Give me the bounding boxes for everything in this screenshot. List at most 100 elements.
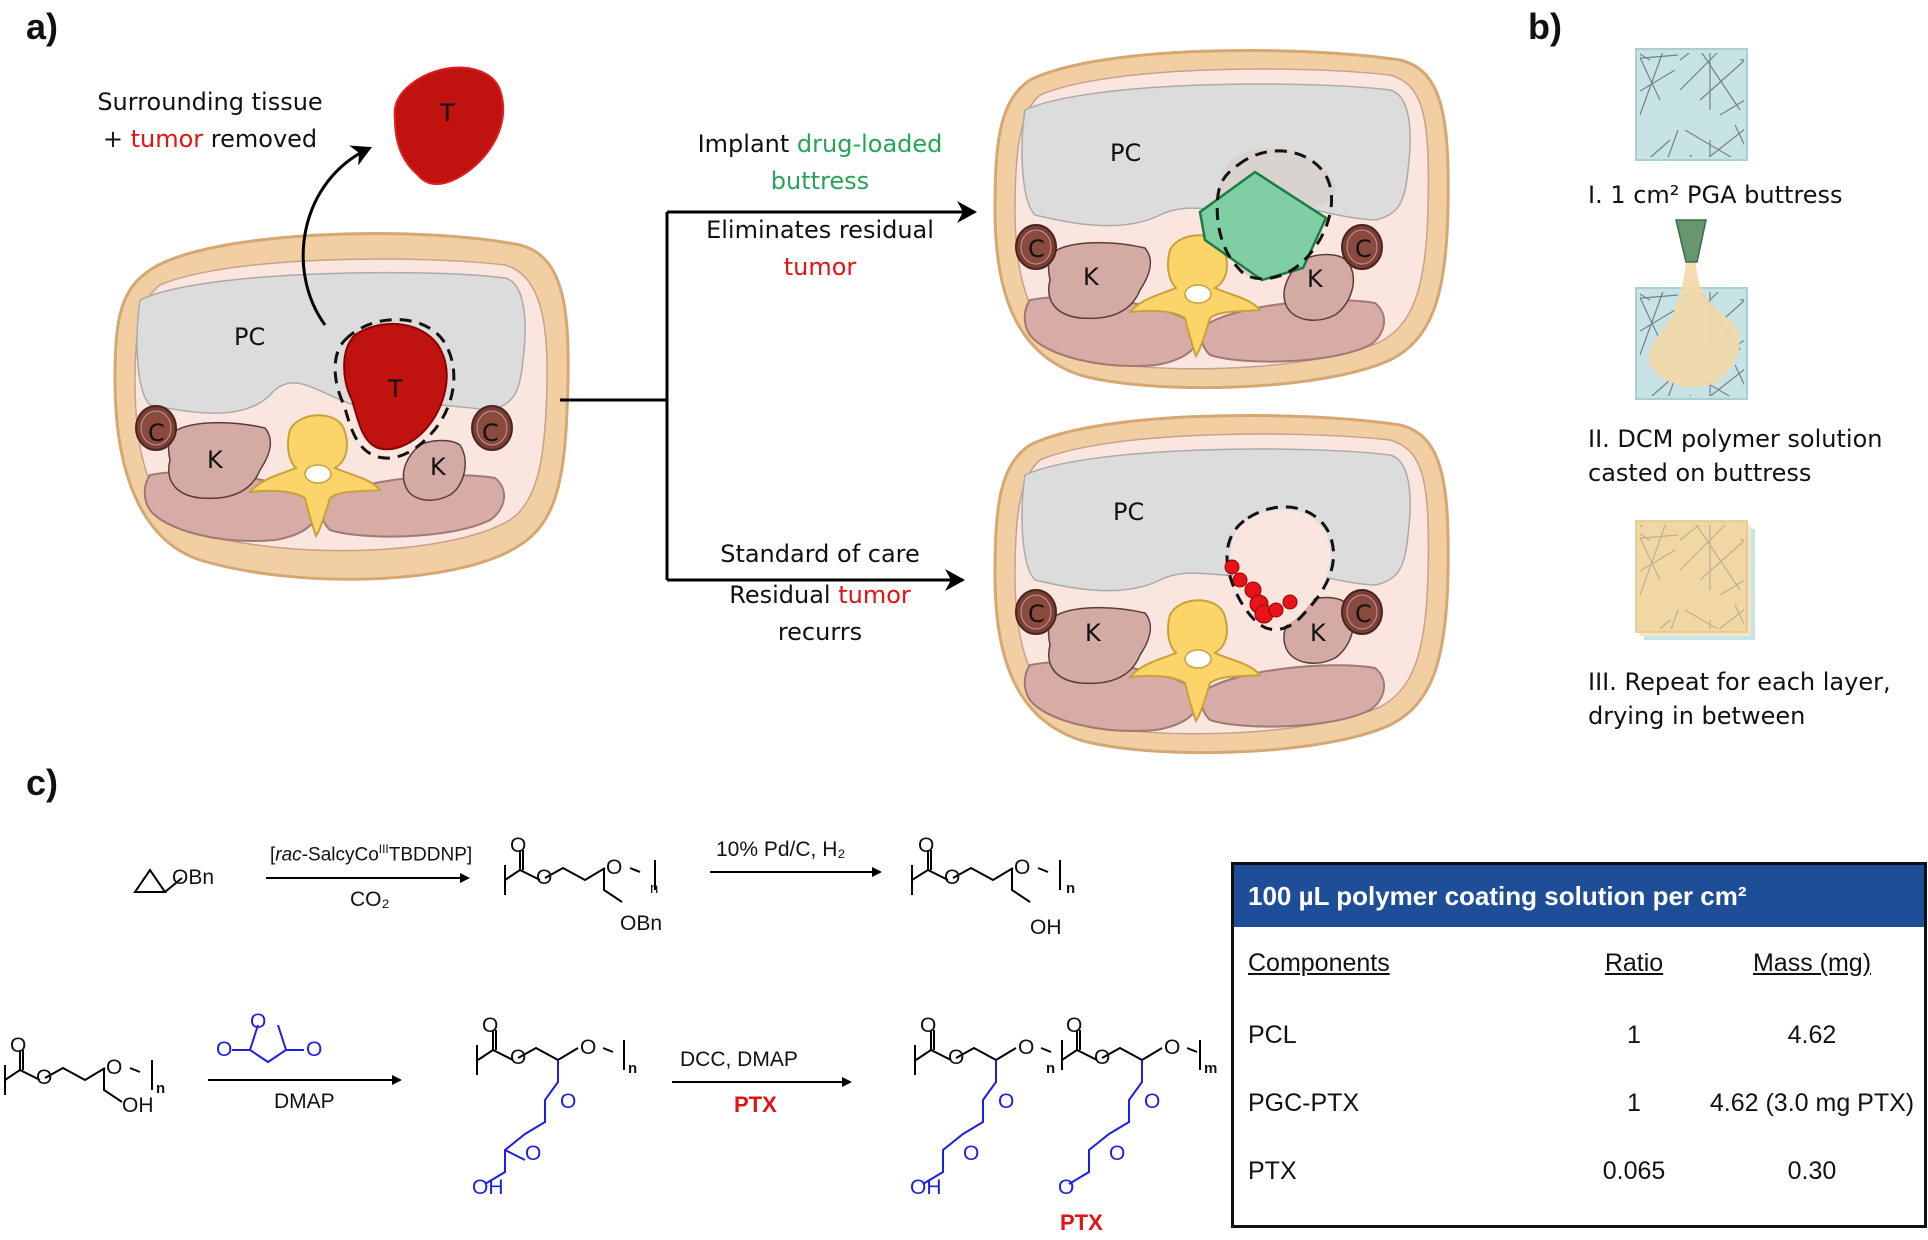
standard-line-3: recurrs bbox=[777, 618, 863, 646]
n-label-1: n bbox=[650, 880, 659, 897]
removed-line-1: Surrounding tissue bbox=[97, 88, 323, 116]
reaction-scheme bbox=[4, 850, 1201, 1103]
panel-label-a: a) bbox=[26, 6, 59, 47]
label-c-top-1: C bbox=[1028, 235, 1045, 263]
buttress-step-3 bbox=[1635, 520, 1755, 640]
obn-label-2: OBn bbox=[620, 912, 663, 935]
o-label-4b: O bbox=[510, 1046, 527, 1069]
o-label-3c: O bbox=[106, 1056, 123, 1079]
o-label-5h: O bbox=[963, 1142, 980, 1165]
buttress-line-1: Implant drug-loaded bbox=[697, 130, 943, 158]
anhydride-o-ring: O bbox=[250, 1010, 267, 1033]
label-k-left-1: K bbox=[207, 446, 223, 474]
cross-section-buttress bbox=[993, 48, 1450, 390]
o-label-4c: O bbox=[580, 1036, 597, 1059]
buttress-line-2: buttress bbox=[770, 167, 870, 195]
panel-label-b: b) bbox=[1528, 6, 1562, 47]
o-label-5d: O bbox=[1066, 1014, 1083, 1037]
label-c-left-1: C bbox=[148, 419, 165, 447]
label-pc-left: PC bbox=[234, 323, 266, 351]
o-label-3b: O bbox=[36, 1066, 53, 1089]
branch-arrows bbox=[560, 201, 977, 591]
n-label-3: n bbox=[156, 1080, 166, 1097]
label-k-top-2: K bbox=[1307, 265, 1323, 293]
o-label-5j: O bbox=[1109, 1142, 1126, 1165]
oh-label-2: OH bbox=[122, 1094, 154, 1117]
succinic-groups bbox=[232, 1024, 1143, 1185]
m-label: m bbox=[1204, 1060, 1218, 1077]
removed-tumor-word: tumor bbox=[130, 125, 204, 153]
o-label-4e: O bbox=[525, 1142, 542, 1165]
label-pc-bottom: PC bbox=[1113, 498, 1145, 526]
n-label-4: n bbox=[628, 1060, 638, 1077]
header-mass: Mass (mg) bbox=[1752, 949, 1872, 977]
buttress-step-2 bbox=[1635, 219, 1748, 400]
o-label-2a: O bbox=[918, 834, 935, 857]
header-ratio: Ratio bbox=[1604, 949, 1664, 977]
oh-label-3: OH bbox=[472, 1176, 504, 1199]
removed-line-2: + tumor removed bbox=[102, 125, 318, 153]
n-label-2: n bbox=[1066, 880, 1076, 897]
step-2-caption: II. DCM polymer solution casted on buttr… bbox=[1588, 425, 1883, 487]
label-k-bottom-2: K bbox=[1310, 619, 1326, 647]
o-label-5k: O bbox=[1058, 1176, 1075, 1199]
o-label-5c: O bbox=[1018, 1036, 1035, 1059]
buttress-line-3: Eliminates residual bbox=[706, 216, 934, 244]
buttress-step-1 bbox=[1635, 48, 1748, 161]
n-label-5: n bbox=[1046, 1060, 1056, 1077]
step-1-caption: I. 1 cm² PGA buttress bbox=[1588, 181, 1843, 209]
pdc-label: 10% Pd/C, H₂ bbox=[716, 838, 846, 861]
label-t-left: T bbox=[388, 375, 403, 403]
o-label-1c: O bbox=[606, 856, 623, 879]
label-pc-top: PC bbox=[1110, 139, 1142, 167]
standard-line-2: Residual tumor bbox=[729, 581, 911, 609]
standard-line-1: Standard of care bbox=[720, 540, 920, 568]
o-label-5f: O bbox=[1164, 1036, 1181, 1059]
label-c-left-2: C bbox=[482, 419, 499, 447]
cross-section-left bbox=[113, 232, 570, 581]
step-3-caption: III. Repeat for each layer, drying in be… bbox=[1588, 668, 1891, 730]
label-c-top-2: C bbox=[1355, 235, 1372, 263]
oh-label-4: OH bbox=[910, 1176, 942, 1199]
co2-label: CO₂ bbox=[350, 888, 390, 911]
coating-table: 100 µL polymer coating solution per cm² … bbox=[1231, 862, 1927, 1228]
o-label-5i: O bbox=[1144, 1090, 1161, 1113]
ptx-conjugate: PTX bbox=[1060, 1210, 1103, 1235]
removal-arrow bbox=[301, 145, 372, 326]
o-label-1a: O bbox=[510, 834, 527, 857]
o-label-5g: O bbox=[998, 1090, 1015, 1113]
o-label-5e: O bbox=[1094, 1046, 1111, 1069]
removed-tumor bbox=[393, 66, 505, 186]
standard-caption: Standard of care Residual tumor recurrs bbox=[660, 536, 980, 651]
label-k-top-1: K bbox=[1083, 263, 1099, 291]
table-title: 100 µL polymer coating solution per cm² bbox=[1234, 865, 1924, 927]
label-k-bottom-1: K bbox=[1085, 619, 1101, 647]
panel-label-c: c) bbox=[26, 762, 59, 803]
dmap-label: DMAP bbox=[274, 1090, 335, 1113]
catalyst-label: [rac-SalcyCoIIITBDDNP] bbox=[270, 842, 473, 866]
label-c-bottom-2: C bbox=[1355, 600, 1372, 628]
o-label-3a: O bbox=[10, 1034, 27, 1057]
o-label-2c: O bbox=[1014, 856, 1031, 879]
o-label-5a: O bbox=[920, 1014, 937, 1037]
buttress-patch bbox=[1198, 170, 1328, 282]
obn-label: OBn bbox=[172, 866, 215, 889]
o-label-4d: O bbox=[560, 1090, 577, 1113]
label-k-left-2: K bbox=[430, 453, 446, 481]
anhydride-o-right: O bbox=[306, 1038, 323, 1061]
ptx-reagent: PTX bbox=[734, 1092, 777, 1117]
oh-label-1: OH bbox=[1030, 916, 1062, 939]
residual-tumor-cells bbox=[1224, 559, 1298, 624]
buttress-line-4: tumor bbox=[783, 253, 857, 281]
removed-caption: Surrounding tissue + tumor removed bbox=[60, 84, 360, 158]
o-label-4a: O bbox=[482, 1014, 499, 1037]
label-c-bottom-1: C bbox=[1028, 600, 1045, 628]
dcc-label: DCC, DMAP bbox=[680, 1048, 798, 1071]
label-t-removed: T bbox=[440, 99, 455, 127]
buttress-caption: Implant drug-loaded buttress Eliminates … bbox=[660, 126, 980, 286]
o-label-1b: O bbox=[536, 866, 553, 889]
o-label-5b: O bbox=[948, 1046, 965, 1069]
header-components: Components bbox=[1248, 949, 1390, 977]
o-label-2b: O bbox=[944, 866, 961, 889]
